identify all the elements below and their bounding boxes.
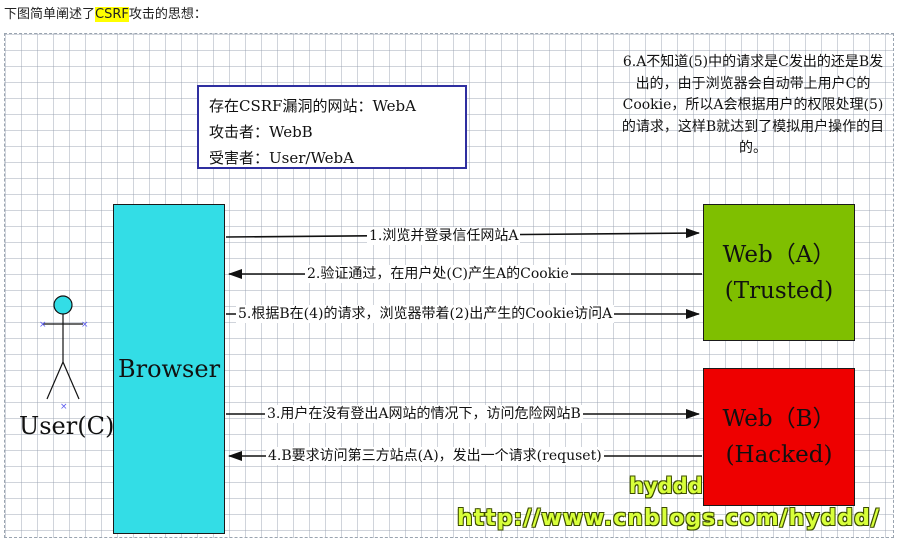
watermark-url: http://www.cnblogs.com/hyddd/ — [457, 506, 880, 531]
intro-before: 下图简单阐述了 — [4, 7, 96, 22]
web-a-name: Web（A） — [722, 241, 836, 268]
step-3-label: 3.用户在没有登出A网站的情况下，访问危险网站B — [265, 405, 583, 423]
intro-after: 攻击的思想： — [128, 7, 207, 22]
user-right-leg — [62, 361, 80, 400]
intro-text: 下图简单阐述了CSRF攻击的思想： — [4, 3, 207, 22]
info-victim: 受害者：User/WebA — [209, 149, 354, 167]
info-box: 存在CSRF漏洞的网站：WebA 攻击者：WebB 受害者：User/WebA — [197, 85, 467, 169]
step-4-label: 4.B要求访问第三方站点(A)，发出一个请求(requset) — [266, 447, 604, 465]
csrf-diagram: × × × 存在CSRF漏洞的网站：WebA 攻击者：WebB 受害者：User… — [4, 33, 894, 538]
user-label: User(C) — [19, 412, 115, 440]
user-head — [53, 295, 73, 315]
user-stick-figure: × × × — [39, 295, 89, 412]
svg-text:×: × — [39, 320, 47, 330]
web-b-tag: (Hacked) — [725, 442, 833, 468]
web-a-tag: (Trusted) — [724, 277, 834, 304]
step-1-label: 1.浏览并登录信任网站A — [367, 227, 521, 245]
web-b-box: Web（B） (Hacked) — [703, 368, 855, 506]
web-a-box: Web（A） (Trusted) — [703, 204, 855, 341]
svg-text:×: × — [81, 320, 89, 330]
info-attacker: 攻击者：WebB — [209, 123, 313, 141]
web-b-name: Web（B） — [722, 406, 836, 432]
browser-box: Browser — [113, 204, 225, 534]
browser-label: Browser — [117, 355, 221, 383]
info-vulnerable-site: 存在CSRF漏洞的网站：WebA — [209, 97, 416, 115]
intro-highlight-csrf: CSRF — [95, 7, 129, 22]
step-2-label: 2.验证通过，在用户处(C)产生A的Cookie — [305, 265, 571, 283]
user-left-leg — [46, 361, 64, 400]
svg-text:×: × — [60, 402, 68, 412]
step-6-note: 6.A不知道(5)中的请求是C发出的还是B发出的，由于浏览器会自动带上用户C的C… — [621, 54, 885, 156]
step-5-label: 5.根据B在(4)的请求，浏览器带着(2)出产生的Cookie访问A — [236, 305, 615, 323]
watermark-name: hyddd — [629, 474, 703, 498]
